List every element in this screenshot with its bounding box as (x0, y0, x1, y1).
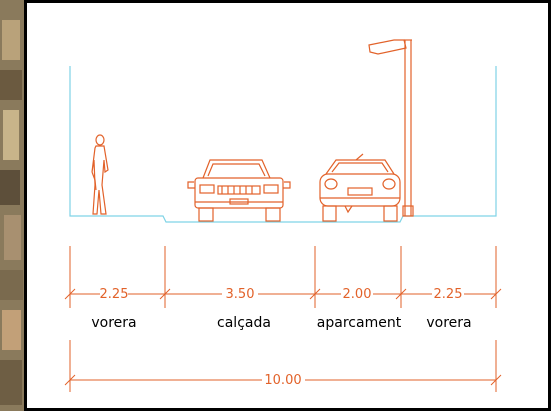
car-front-view (187, 159, 291, 222)
segment-name-3: aparcament (317, 315, 402, 331)
segment-name-4: vorera (426, 315, 471, 331)
lane-labels: vorera calçada aparcament vorera (91, 315, 471, 331)
aerial-photo-strip (0, 0, 24, 411)
profile-line (69, 66, 497, 223)
dimension-labels: 2.25 3.50 2.00 2.25 10.00 (100, 287, 463, 388)
segment-name-2: calçada (217, 315, 271, 331)
car-rear-view (319, 153, 401, 222)
total-width: 10.00 (264, 373, 301, 388)
segment-width-2: 3.50 (226, 287, 255, 302)
segment-width-4: 2.25 (434, 287, 463, 302)
pedestrian-figure (91, 134, 109, 215)
segment-name-1: vorera (91, 315, 136, 331)
street-lamp (368, 39, 414, 217)
drawing-frame (24, 0, 551, 411)
street-profile (69, 66, 497, 223)
segment-width-1: 2.25 (100, 287, 129, 302)
dimension-lines (64, 246, 502, 392)
segment-width-3: 2.00 (343, 287, 372, 302)
